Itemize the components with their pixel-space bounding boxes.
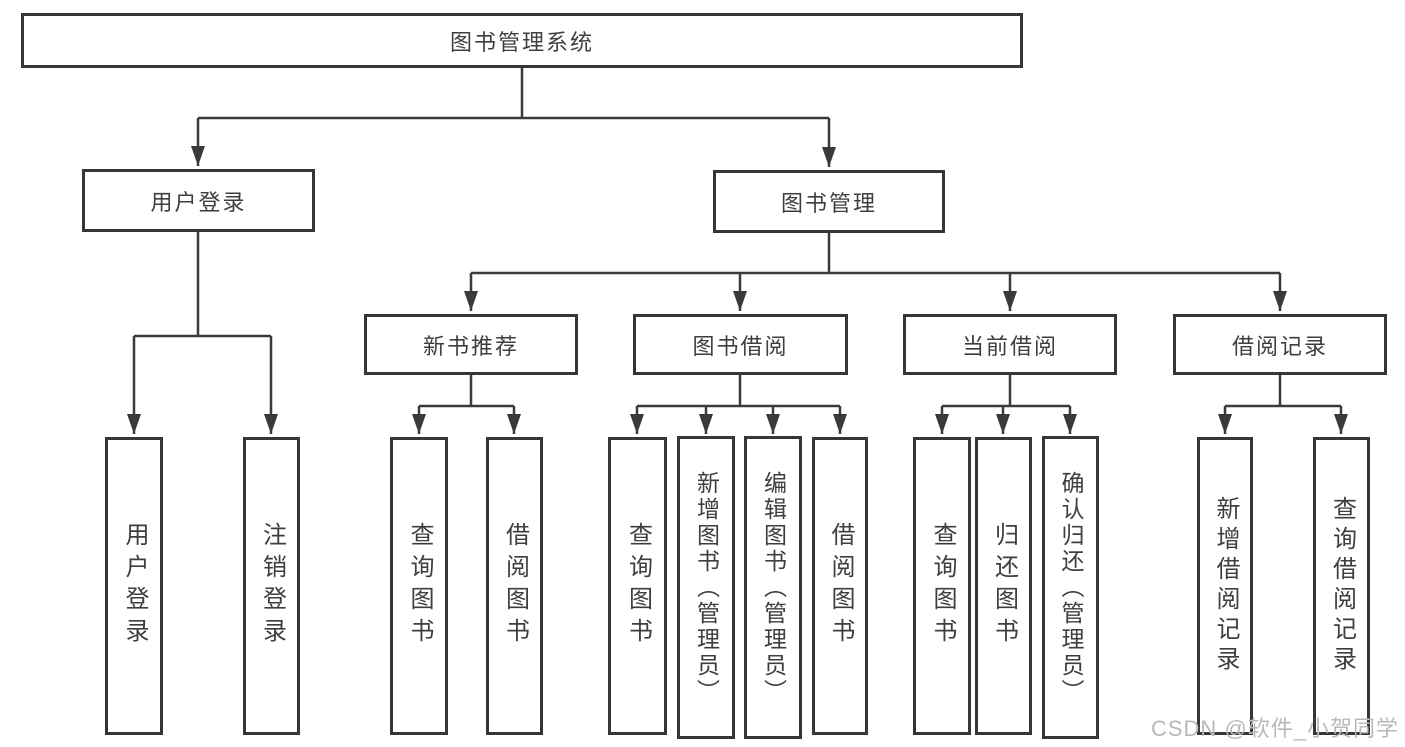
leaf-borrow-book: 借阅图书: [812, 437, 868, 735]
edge-trunks: [134, 68, 1341, 408]
node-current-borrow: 当前借阅: [903, 314, 1117, 375]
leaf-confirm-return-admin: 确认归还（管理员）: [1042, 436, 1099, 739]
leaf-add-borrow-record: 新增借阅记录: [1197, 437, 1253, 735]
node-root-system: 图书管理系统: [21, 13, 1023, 68]
leaf-query-borrow-record: 查询借阅记录: [1313, 437, 1370, 735]
leaf-edit-book-admin: 编辑图书（管理员）: [744, 436, 802, 739]
leaf-return-book: 归还图书: [975, 437, 1032, 735]
leaf-recommend-query-book: 查询图书: [390, 437, 448, 735]
node-new-book-recommend: 新书推荐: [364, 314, 578, 375]
leaf-recommend-borrow-book: 借阅图书: [486, 437, 543, 735]
node-book-borrow: 图书借阅: [633, 314, 848, 375]
leaf-borrow-query-book: 查询图书: [608, 437, 667, 735]
leaf-add-book-admin: 新增图书（管理员）: [677, 436, 735, 739]
node-borrow-record: 借阅记录: [1173, 314, 1387, 375]
leaf-logout: 注销登录: [243, 437, 300, 735]
csdn-watermark: CSDN @软件_小贺同学: [1150, 716, 1399, 741]
leaf-user-login: 用户登录: [105, 437, 163, 735]
node-book-management: 图书管理: [713, 170, 945, 233]
node-user-login: 用户登录: [82, 169, 315, 232]
leaf-current-query-book: 查询图书: [913, 437, 971, 735]
